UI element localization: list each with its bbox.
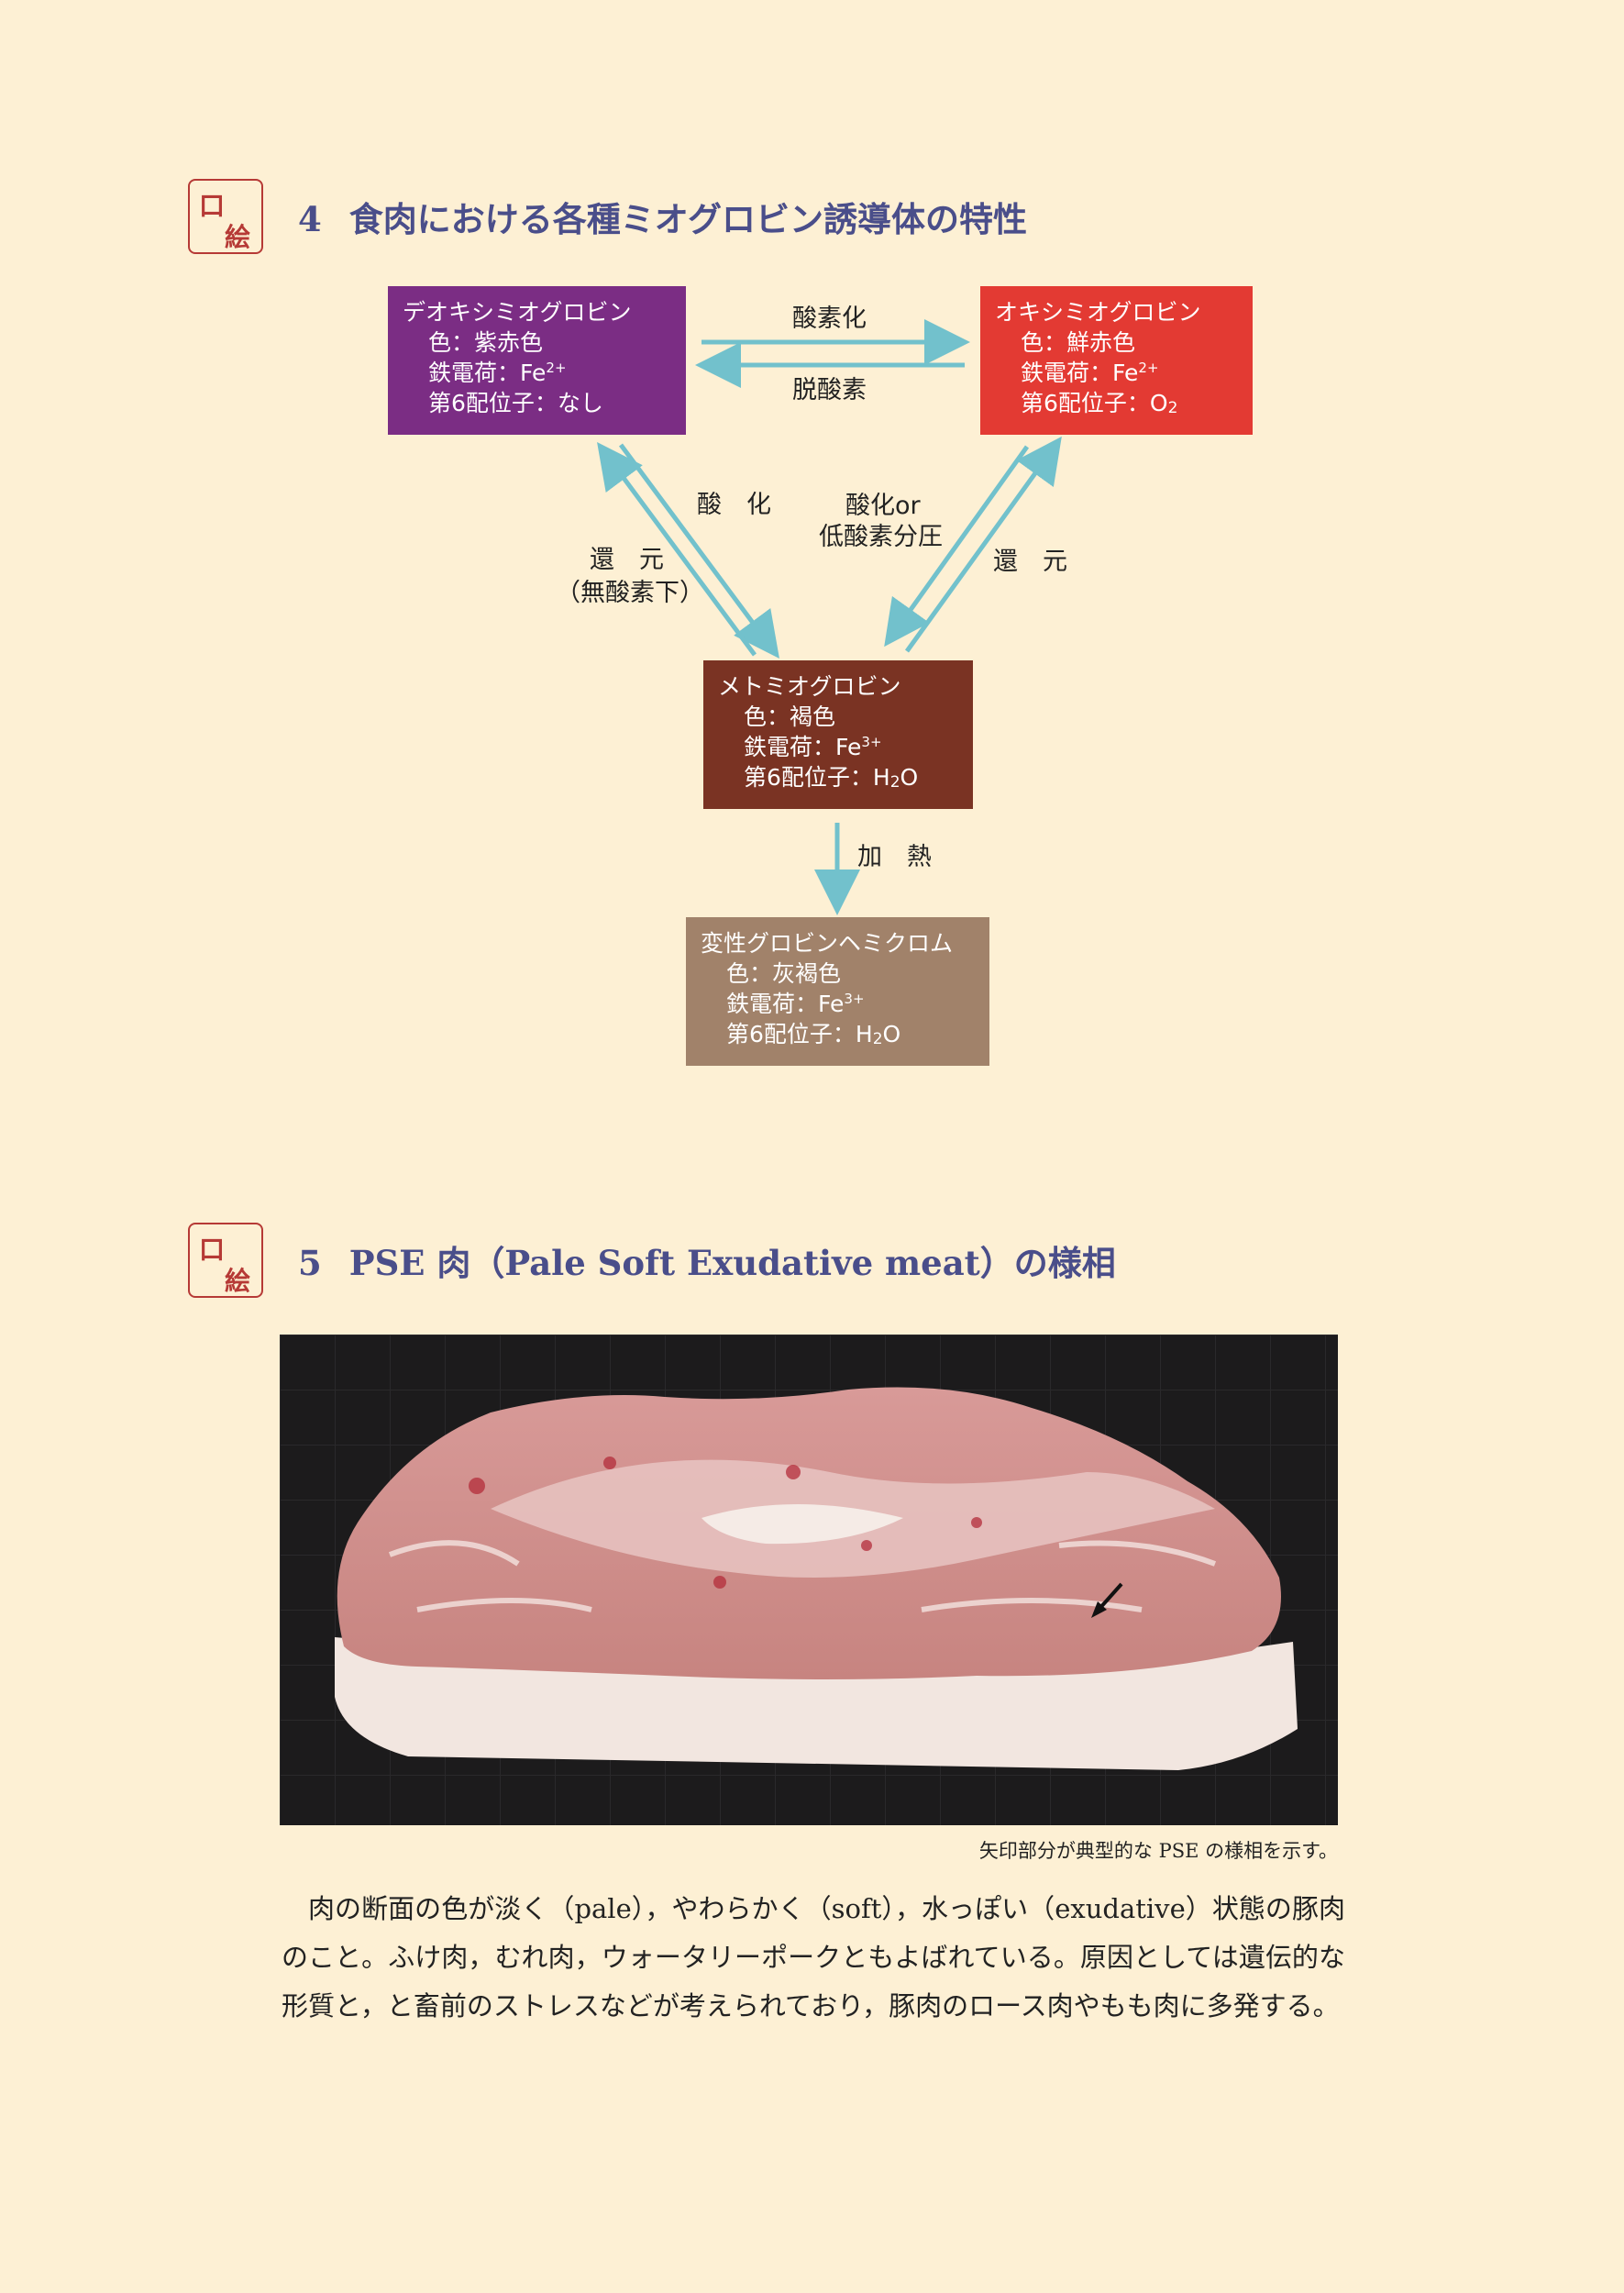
label-heating: 加 熱 — [857, 843, 932, 871]
hemichrome-box: 変性グロビンヘミクロム 色：灰褐色 鉄電荷：Fe3+ 第6配位子：H2O — [686, 917, 989, 1066]
label-reduction-right: 還 元 — [993, 548, 1067, 576]
section-number: 4 — [298, 199, 322, 239]
photo-caption: 矢印部分が典型的な PSE の様相を示す。 — [978, 1840, 1338, 1862]
label-deoxygenation: 脱酸素 — [792, 376, 867, 404]
arrow-reduction-left — [597, 441, 757, 657]
box-ligand: 第6配位子：O2 — [1021, 390, 1178, 417]
box-name: 変性グロビンヘミクロム — [701, 930, 954, 957]
label-oxidation-or-2: 低酸素分圧 — [819, 523, 943, 551]
section-4-title: 4 食肉における各種ミオグロビン誘導体の特性 — [298, 192, 1027, 241]
deoxymyoglobin-box: デオキシミオグロビン 色：紫赤色 鉄電荷：Fe2+ 第6配位子：なし — [388, 286, 686, 435]
label-oxidation: 酸 化 — [697, 491, 771, 519]
box-charge: 鉄電荷：Fe2+ — [428, 360, 567, 386]
pse-arrow-icon — [1091, 1582, 1123, 1618]
oxymyoglobin-box: オキシミオグロビン 色：鮮赤色 鉄電荷：Fe2+ 第6配位子：O2 — [980, 286, 1253, 435]
box-ligand: 第6配位子：H2O — [744, 764, 919, 792]
label-reduction-left-1: 還 元 — [590, 546, 664, 574]
label-reduction-left-2: （無酸素下） — [556, 579, 704, 607]
box-name: デオキシミオグロビン — [403, 299, 632, 326]
kuchie-badge: 口 絵 — [188, 1223, 263, 1298]
box-ligand: 第6配位子：なし — [428, 390, 603, 416]
pse-meat-photo — [280, 1335, 1338, 1825]
arrow-reduction-right — [904, 436, 1062, 653]
label-oxygenation: 酸素化 — [792, 305, 867, 333]
box-name: オキシミオグロビン — [995, 299, 1201, 326]
box-charge: 鉄電荷：Fe3+ — [726, 991, 865, 1017]
label-oxidation-or-1: 酸化or — [845, 492, 921, 520]
box-color: 色：紫赤色 — [428, 329, 544, 356]
metmyoglobin-box: メトミオグロビン 色：褐色 鉄電荷：Fe3+ 第6配位子：H2O — [703, 660, 973, 809]
box-charge: 鉄電荷：Fe2+ — [1021, 360, 1159, 386]
arrows-layer — [597, 319, 1062, 915]
box-ligand: 第6配位子：H2O — [726, 1021, 901, 1048]
section-number: 5 — [298, 1243, 322, 1283]
body-paragraph: 肉の断面の色が淡く（pale），やわらかく（soft），水っぽい（exudati… — [282, 1893, 1345, 2022]
arrow-oxidation-or — [884, 445, 1030, 648]
meat-illustration — [280, 1335, 1338, 1825]
box-color: 色：灰褐色 — [726, 960, 842, 987]
badge-char-bottom: 絵 — [225, 1266, 251, 1296]
section-5-title: 5 PSE 肉（Pale Soft Exudative meat）の様相 — [298, 1235, 1116, 1285]
box-charge: 鉄電荷：Fe3+ — [744, 734, 882, 760]
arrow-oxidation — [618, 443, 779, 659]
badge-char-top: 口 — [199, 1235, 226, 1265]
section-title-text: 食肉における各種ミオグロビン誘導体の特性 — [348, 199, 1028, 239]
badge-char-top: 口 — [199, 191, 226, 221]
badge-char-bottom: 絵 — [225, 222, 251, 252]
box-color: 色：褐色 — [744, 703, 836, 730]
box-name: メトミオグロビン — [718, 673, 901, 700]
box-color: 色：鮮赤色 — [1021, 329, 1136, 356]
section-title-text: PSE 肉（Pale Soft Exudative meat）の様相 — [348, 1243, 1116, 1283]
myoglobin-diagram: デオキシミオグロビン 色：紫赤色 鉄電荷：Fe2+ 第6配位子：なし オキシミオ… — [0, 0, 1624, 1146]
kuchie-badge: 口 絵 — [188, 179, 263, 254]
